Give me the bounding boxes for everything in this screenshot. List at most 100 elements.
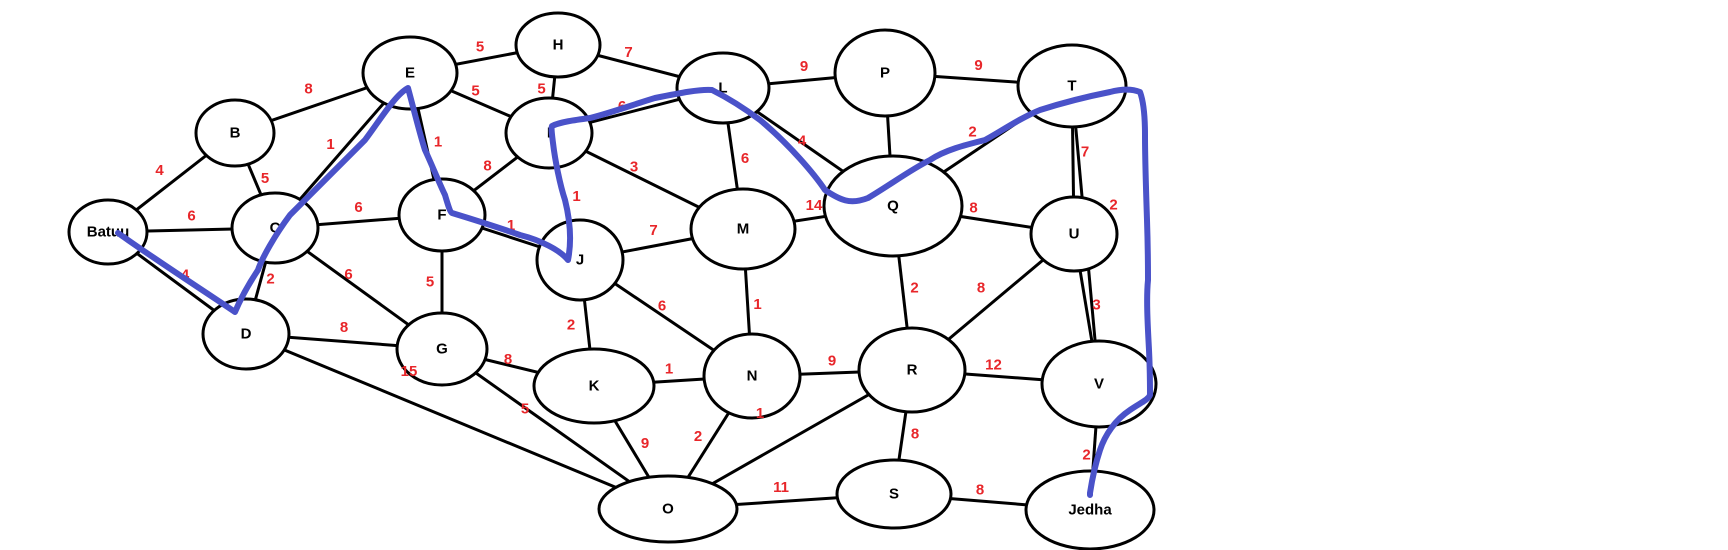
edge-weight-J-K: 2 xyxy=(567,317,575,334)
edge-weight-H-I: 5 xyxy=(537,81,545,98)
edge-weight-D-G: 8 xyxy=(340,319,348,336)
node-label-J: J xyxy=(576,252,584,269)
edge-weight-R-S: 8 xyxy=(911,426,919,443)
edge-weight-I-M: 3 xyxy=(630,159,638,176)
node-label-K: K xyxy=(589,378,600,395)
edge-weight-P-T: 9 xyxy=(974,57,982,74)
highlighted-route-path xyxy=(115,85,1153,498)
node-label-S: S xyxy=(889,486,899,503)
node-circle-U xyxy=(1029,195,1119,273)
node-S: S xyxy=(835,458,953,530)
node-circle-H xyxy=(514,11,602,79)
edge-weight-V-Jedha: 2 xyxy=(1082,447,1090,464)
node-H: H xyxy=(514,11,602,79)
edge-weight-I-J: 1 xyxy=(572,188,580,205)
edge-weight-Batuu-C: 6 xyxy=(187,208,195,225)
node-D: D xyxy=(201,297,291,371)
node-label-G: G xyxy=(436,341,448,358)
node-R: R xyxy=(857,326,967,414)
edge-weight-J-M: 7 xyxy=(649,222,657,239)
node-circle-J xyxy=(535,218,625,302)
node-K: K xyxy=(532,347,656,425)
edge-weight-E-H: 5 xyxy=(476,39,484,56)
node-circle-Batuu xyxy=(67,198,149,266)
node-label-O: O xyxy=(662,501,674,518)
node-Batuu: Batuu xyxy=(67,198,149,266)
edge-weight-C-F: 6 xyxy=(354,199,362,216)
edge-weight-Q-T: 2 xyxy=(968,124,976,141)
node-label-H: H xyxy=(553,37,564,54)
node-label-B: B xyxy=(230,125,241,142)
edge-weight-T-V: 2 xyxy=(1109,197,1117,214)
node-L: L xyxy=(675,51,771,125)
edge-weight-C-E: 1 xyxy=(326,136,334,153)
node-V: V xyxy=(1040,339,1158,429)
node-circle-E xyxy=(361,35,459,111)
edge-weight-G-O: 5 xyxy=(521,401,529,418)
node-circle-V xyxy=(1040,339,1158,429)
node-label-P: P xyxy=(880,65,890,82)
edge-weight-E-F: 1 xyxy=(434,134,442,151)
edge-weight-B-C: 5 xyxy=(261,170,269,187)
node-N: N xyxy=(702,332,802,420)
edge-weight-I-F: 8 xyxy=(483,158,491,175)
node-F: F xyxy=(397,177,487,253)
node-label-D: D xyxy=(241,326,252,343)
edge-weight-Batuu-B: 4 xyxy=(155,162,164,179)
edge-weight-Q-R: 2 xyxy=(910,280,918,297)
edge-weight-L-M: 6 xyxy=(741,150,749,167)
edge-weight-U-R: 8 xyxy=(977,280,985,297)
node-circle-S xyxy=(835,458,953,530)
node-circle-N xyxy=(702,332,802,420)
node-U: U xyxy=(1029,195,1119,273)
edge-weight-C-D: 2 xyxy=(266,271,274,288)
edge-weight-B-E: 8 xyxy=(304,81,312,98)
node-circle-P xyxy=(833,28,937,118)
edge-weight-L-P: 9 xyxy=(800,58,808,75)
node-label-T: T xyxy=(1067,78,1076,95)
edge-weight-R-O: 1 xyxy=(756,405,764,422)
node-G: G xyxy=(395,311,489,387)
edge-weight-D-O: 15 xyxy=(401,363,418,380)
node-circle-M xyxy=(689,187,797,271)
node-label-L: L xyxy=(718,80,727,97)
node-circle-R xyxy=(857,326,967,414)
edge-weight-K-N: 1 xyxy=(665,361,673,378)
node-Jedha: Jedha xyxy=(1024,469,1156,550)
node-label-U: U xyxy=(1069,226,1080,243)
node-label-N: N xyxy=(747,368,758,385)
node-label-V: V xyxy=(1094,376,1104,393)
node-circle-G xyxy=(395,311,489,387)
edge-weight-Q-U: 8 xyxy=(969,200,977,217)
edge-weight-O-S: 11 xyxy=(773,479,789,496)
edge-weight-C-G: 6 xyxy=(344,266,352,283)
edge-weight-M-Q: 14 xyxy=(806,197,823,214)
edge-weight-F-J: 1 xyxy=(507,217,515,234)
node-label-E: E xyxy=(405,65,415,82)
edge-weight-L-Q: 4 xyxy=(798,133,807,150)
edge-D-O xyxy=(245,332,669,511)
node-circle-Jedha xyxy=(1024,469,1156,550)
node-circle-D xyxy=(201,297,291,371)
node-label-F: F xyxy=(437,207,446,224)
edge-weight-S-Jedha: 8 xyxy=(976,482,984,499)
edge-weight-Batuu-D: 4 xyxy=(181,267,190,284)
node-circle-F xyxy=(397,177,487,253)
node-J: J xyxy=(535,218,625,302)
edge-weights-layer: 4648512668155515768131585726199641142992… xyxy=(155,39,1117,499)
edge-weight-K-O: 9 xyxy=(641,435,649,452)
edge-weight-U-V: 3 xyxy=(1092,297,1100,314)
node-circle-O xyxy=(597,474,739,544)
edge-weight-R-V: 12 xyxy=(985,357,1002,374)
edge-weight-T-U: 7 xyxy=(1081,144,1089,161)
edge-weight-N-O: 2 xyxy=(694,428,702,445)
edge-weight-H-L: 7 xyxy=(624,44,632,61)
node-M: M xyxy=(689,187,797,271)
node-label-Q: Q xyxy=(887,198,899,215)
node-P: P xyxy=(833,28,937,118)
node-circle-B xyxy=(194,98,276,168)
edge-weight-J-N: 6 xyxy=(658,298,666,315)
node-circle-Q xyxy=(822,154,964,258)
